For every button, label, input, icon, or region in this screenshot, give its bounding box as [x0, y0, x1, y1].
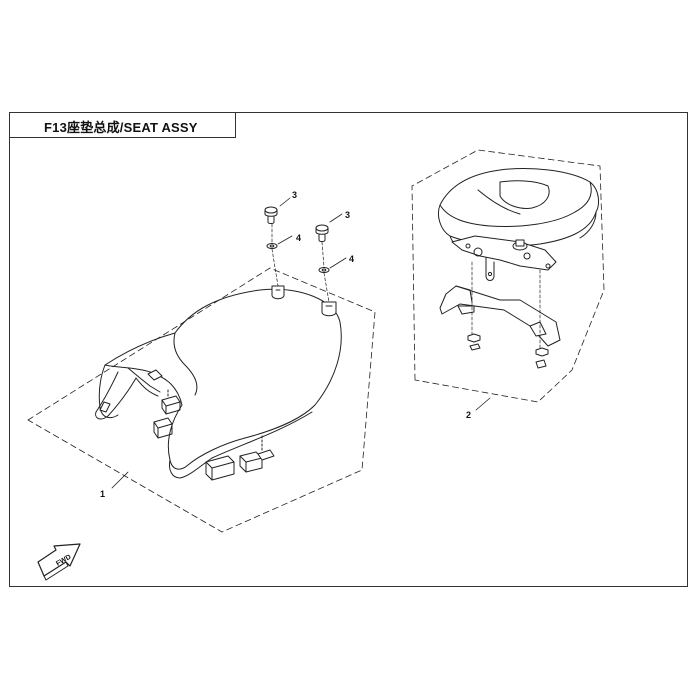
- leader-3a: [279, 197, 291, 207]
- callout-3-left: 3: [292, 190, 297, 200]
- callout-4-left: 4: [296, 233, 301, 243]
- passenger-seat: [437, 168, 599, 369]
- washer-4-right: [318, 267, 330, 273]
- callout-3-right: 3: [345, 210, 350, 220]
- bolt-3-right: [315, 224, 329, 242]
- fwd-arrow-icon: [37, 543, 81, 581]
- part-2-group-boundary: [411, 149, 605, 403]
- diagram-frame: [9, 112, 688, 587]
- title-box: [9, 112, 236, 138]
- bolt-3-left: [264, 206, 278, 224]
- leader-4a: [277, 235, 293, 245]
- leader-1: [111, 471, 129, 489]
- diagram-title: F13座垫总成/SEAT ASSY: [44, 120, 198, 135]
- callout-4-right: 4: [349, 254, 354, 264]
- callout-2: 2: [466, 410, 471, 420]
- leader-3b: [329, 213, 343, 223]
- leader-2: [475, 397, 491, 411]
- nut-right: [535, 347, 549, 357]
- washer-4-left: [266, 243, 278, 249]
- leader-4b: [329, 257, 347, 269]
- nut-left: [467, 333, 481, 343]
- rider-seat: [95, 285, 342, 481]
- callout-1: 1: [100, 489, 105, 499]
